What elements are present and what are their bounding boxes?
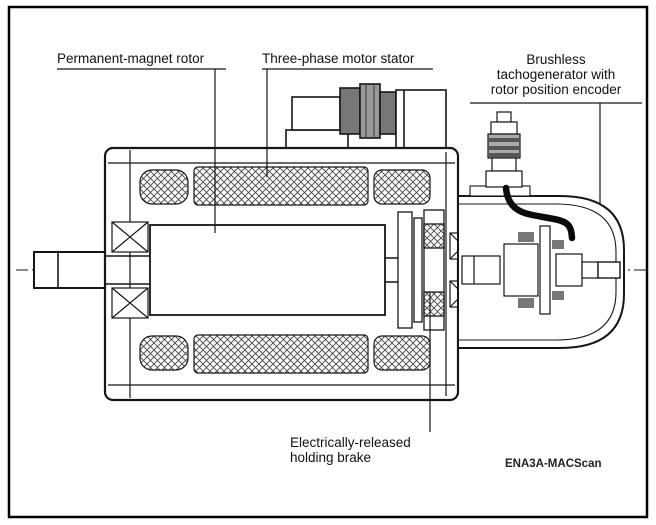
label-tacho-line1: Brushless xyxy=(526,52,586,67)
signal-cable xyxy=(502,184,576,242)
rotor-core xyxy=(106,224,398,316)
rear-shaft-tip xyxy=(597,261,621,279)
holding-brake xyxy=(397,209,445,331)
caption-scan-credit: ENA3A-MACScan xyxy=(505,458,602,470)
leader-stator xyxy=(262,68,433,177)
label-stator: Three-phase motor stator xyxy=(262,51,415,66)
labels: Permanent-magnet rotor Three-phase motor… xyxy=(57,51,622,470)
encoder-internals xyxy=(461,225,599,315)
label-brake-line2: holding brake xyxy=(290,450,371,465)
leader-rotor xyxy=(57,68,226,233)
label-rotor: Permanent-magnet rotor xyxy=(57,51,205,66)
output-shaft xyxy=(33,251,107,289)
label-brake-line1: Electrically-released xyxy=(290,435,411,450)
label-tacho-line2: tachogenerator with xyxy=(497,67,616,82)
label-tacho-line3: rotor position encoder xyxy=(491,82,622,97)
encoder-connector xyxy=(485,111,523,188)
leader-tacho xyxy=(470,102,642,204)
stator-windings xyxy=(139,166,431,374)
leader-lines xyxy=(57,68,642,432)
motor-drawing xyxy=(16,83,646,402)
front-bearings xyxy=(111,221,149,319)
